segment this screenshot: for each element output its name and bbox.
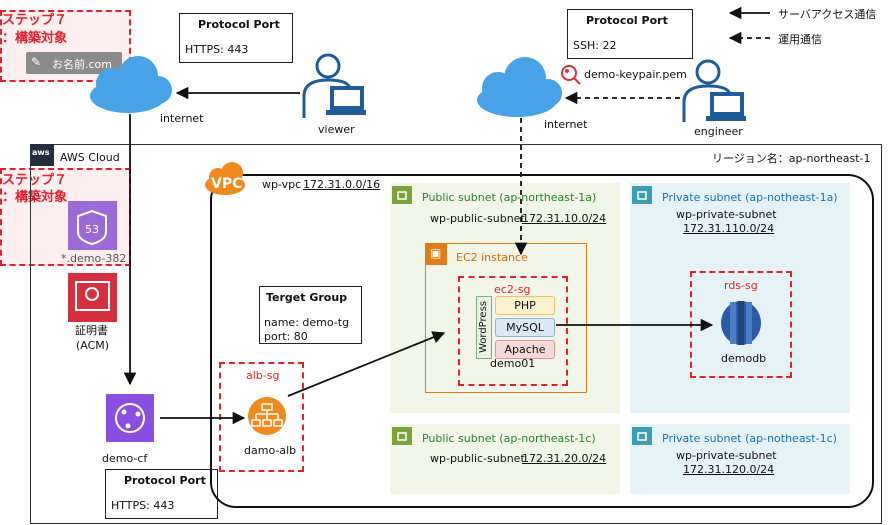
private-subnet-1a-lock-icon <box>632 186 652 204</box>
svg-text:53: 53 <box>85 223 99 236</box>
protocol-port-value: HTTPS: 443 <box>185 43 249 56</box>
public-subnet-1c-title: Public subnet (ap-northeast-1c) <box>422 432 596 445</box>
cloudfront-label: demo-cf <box>102 452 148 465</box>
private-subnet-1c-lock-icon <box>632 427 652 445</box>
target-group-name: name: demo-tg <box>264 316 350 329</box>
registrar-badge: ✎ お名前.com <box>26 52 122 74</box>
vpc-cidr: 172.31.0.0/16 <box>303 178 381 191</box>
rds-sg-label: rds-sg <box>724 279 758 292</box>
public-subnet-1a-lock-icon <box>392 186 412 204</box>
public-subnet-1a-title: Public subnet (ap-northeast-1a) <box>422 191 597 204</box>
route53-label: *.demo-382 <box>61 252 127 265</box>
protocol-port-viewer: Protocol Port HTTPS: 443 <box>179 13 293 63</box>
private-subnet-1a <box>630 183 850 413</box>
private-subnet-1c-cidr: 172.31.120.0/24 <box>683 463 775 476</box>
php-label: PHP <box>514 299 536 312</box>
mysql-layer: MySQL <box>495 318 555 337</box>
engineer-person-icon <box>682 59 746 122</box>
region-label: リージョン名：ap-northeast-1 <box>712 152 871 165</box>
public-subnet-1c <box>390 424 620 494</box>
registrar-icon: ✎ <box>31 55 42 69</box>
legend-server-access: サーバアクセス通信 <box>778 8 877 21</box>
cloudfront-icon <box>106 394 154 442</box>
apache-label: Apache <box>504 343 546 356</box>
private-subnet-1c <box>630 424 850 494</box>
alb-security-group <box>219 362 304 472</box>
private-subnet-1a-name: wp-private-subnet <box>676 208 777 221</box>
internet-left-label: internet <box>160 112 204 125</box>
target-group-port: port: 80 <box>264 330 308 343</box>
public-subnet-1c-name: wp-public-subnet <box>430 452 525 465</box>
public-subnet-1c-cidr: 172.31.20.0/24 <box>522 452 607 465</box>
protocol-port-title: Protocol Port <box>198 18 280 31</box>
protocol-port-title: Protocol Port <box>124 474 206 487</box>
keypair-label: demo-keypair.pem <box>584 68 687 81</box>
target-group-title: Terget Group <box>266 291 348 304</box>
ec2-instance-group <box>425 243 587 393</box>
ec2-chip-icon: ▣ <box>425 243 447 265</box>
acm-label-1: 証明書 <box>75 324 108 337</box>
private-subnet-1c-title: Private subnet (ap-notheast-1c) <box>662 432 837 445</box>
internet-right-label: internet <box>544 118 588 131</box>
step7-sub-mid: ：構築対象 <box>2 190 68 205</box>
chip-glyph: ▣ <box>430 246 442 260</box>
mysql-label: MySQL <box>506 321 544 334</box>
engineer-label: engineer <box>694 125 743 138</box>
ec2-sg-label: ec2-sg <box>494 283 531 296</box>
aws-logo-text: aws <box>32 148 50 157</box>
viewer-label: viewer <box>318 123 355 136</box>
protocol-port-value: HTTPS: 443 <box>111 499 175 512</box>
rds-database-icon <box>721 301 761 345</box>
public-subnet-1a-name: wp-public-subnet <box>430 212 525 225</box>
internet-left-cloud-icon <box>90 56 172 113</box>
vpc-name: wp-vpc <box>262 178 302 191</box>
internet-right-cloud-icon <box>477 57 562 117</box>
alb-icon <box>248 397 286 435</box>
private-subnet-1a-cidr: 172.31.110.0/24 <box>683 222 775 235</box>
ec2-name: demo01 <box>490 357 536 370</box>
vpc-group <box>210 174 874 508</box>
public-subnet-1a-cidr: 172.31.10.0/24 <box>522 212 607 225</box>
aws-logo: aws <box>30 144 54 166</box>
ec2-security-group <box>458 276 568 386</box>
rds-name: demodb <box>721 352 767 365</box>
php-layer: PHP <box>495 296 555 315</box>
target-group-box: Terget Group name: demo-tg port: 80 <box>259 286 362 344</box>
legend-ops: 運用通信 <box>778 33 822 46</box>
route53-icon: 53 <box>68 201 117 250</box>
viewer-person-icon <box>302 53 366 118</box>
step7-label-top: ステップ７ <box>2 13 68 28</box>
step7-sub-top: ：構築対象 <box>2 31 68 46</box>
apache-layer: Apache <box>495 340 555 359</box>
acm-label-2: (ACM) <box>76 339 110 352</box>
protocol-port-value: SSH: 22 <box>573 39 617 52</box>
protocol-port-engineer: Protocol Port SSH: 22 <box>567 9 693 59</box>
private-subnet-1a-title: Private subnet (ap-notheast-1a) <box>662 191 838 204</box>
vpc-badge-icon <box>205 162 245 195</box>
acm-certificate-icon <box>68 273 117 322</box>
wordpress-stack <box>476 296 492 359</box>
aws-cloud-group <box>30 144 882 524</box>
alb-to-ec2-arrow <box>287 331 446 397</box>
public-subnet-1c-lock-icon <box>392 427 412 445</box>
private-subnet-1c-name: wp-private-subnet <box>676 449 777 462</box>
registrar-label: お名前.com <box>52 58 112 71</box>
protocol-port-title: Protocol Port <box>586 14 668 27</box>
alb-name: damo-alb <box>244 444 297 457</box>
key-icon <box>561 65 581 85</box>
step7-label-mid: ステップ７ <box>2 173 68 188</box>
alb-sg-label: alb-sg <box>246 369 280 382</box>
aws-cloud-label: AWS Cloud <box>60 151 120 164</box>
vpc-badge-label: VPC <box>211 176 243 192</box>
ec2-instance-label: EC2 instance <box>456 251 528 264</box>
